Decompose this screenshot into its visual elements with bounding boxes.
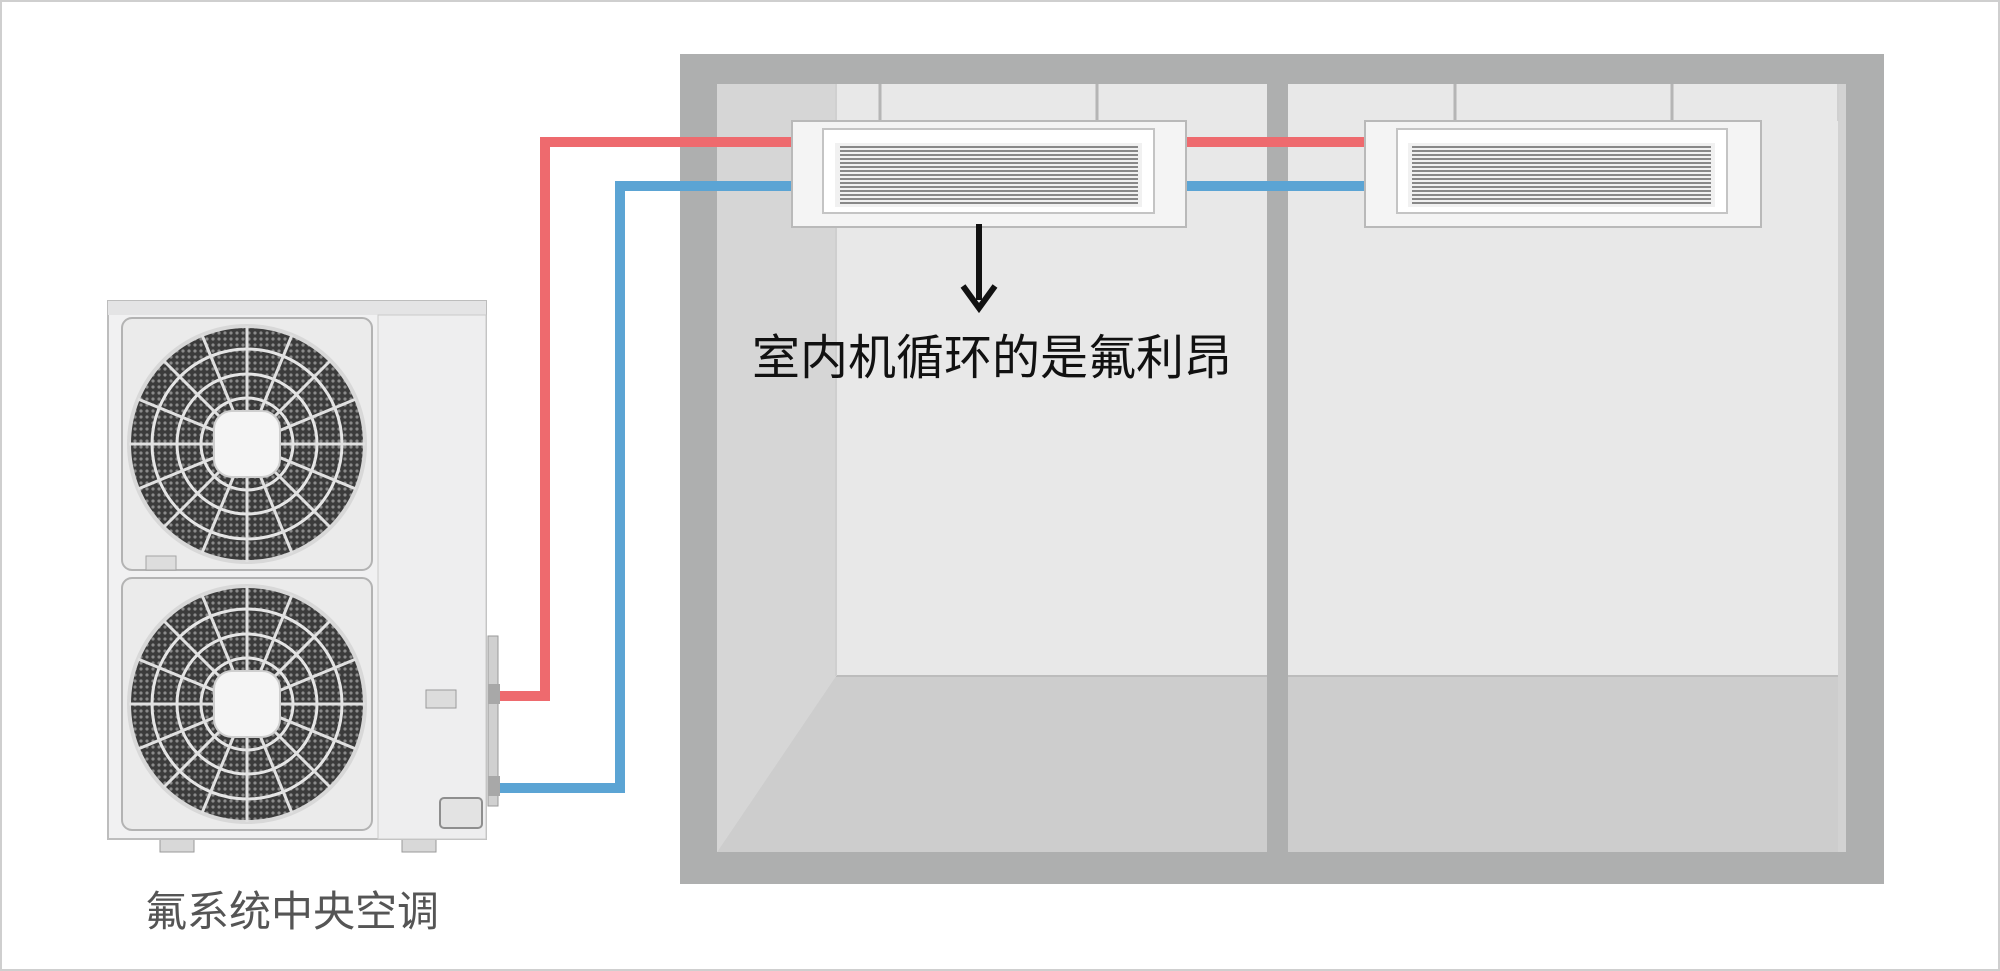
- right-room-floor: [1288, 676, 1846, 852]
- hot-refrigerant-pipe: [495, 137, 792, 701]
- indoor-unit-right: [1364, 120, 1762, 228]
- cold-refrigerant-pipe: [495, 181, 792, 793]
- outdoor-unit: [107, 300, 500, 853]
- fan-icon: [127, 584, 367, 824]
- refrigerant-pipes: [495, 137, 1365, 793]
- left-room-floor: [717, 676, 1267, 852]
- left-room-side-wall: [717, 84, 836, 852]
- fan-icon: [127, 324, 367, 564]
- down-arrow-icon: [960, 224, 998, 314]
- indoor-unit-left: [791, 120, 1187, 228]
- indoor-unit-note: 室内机循环的是氟利昂: [752, 330, 1233, 386]
- outdoor-unit-caption: 氟系统中央空调: [145, 887, 440, 936]
